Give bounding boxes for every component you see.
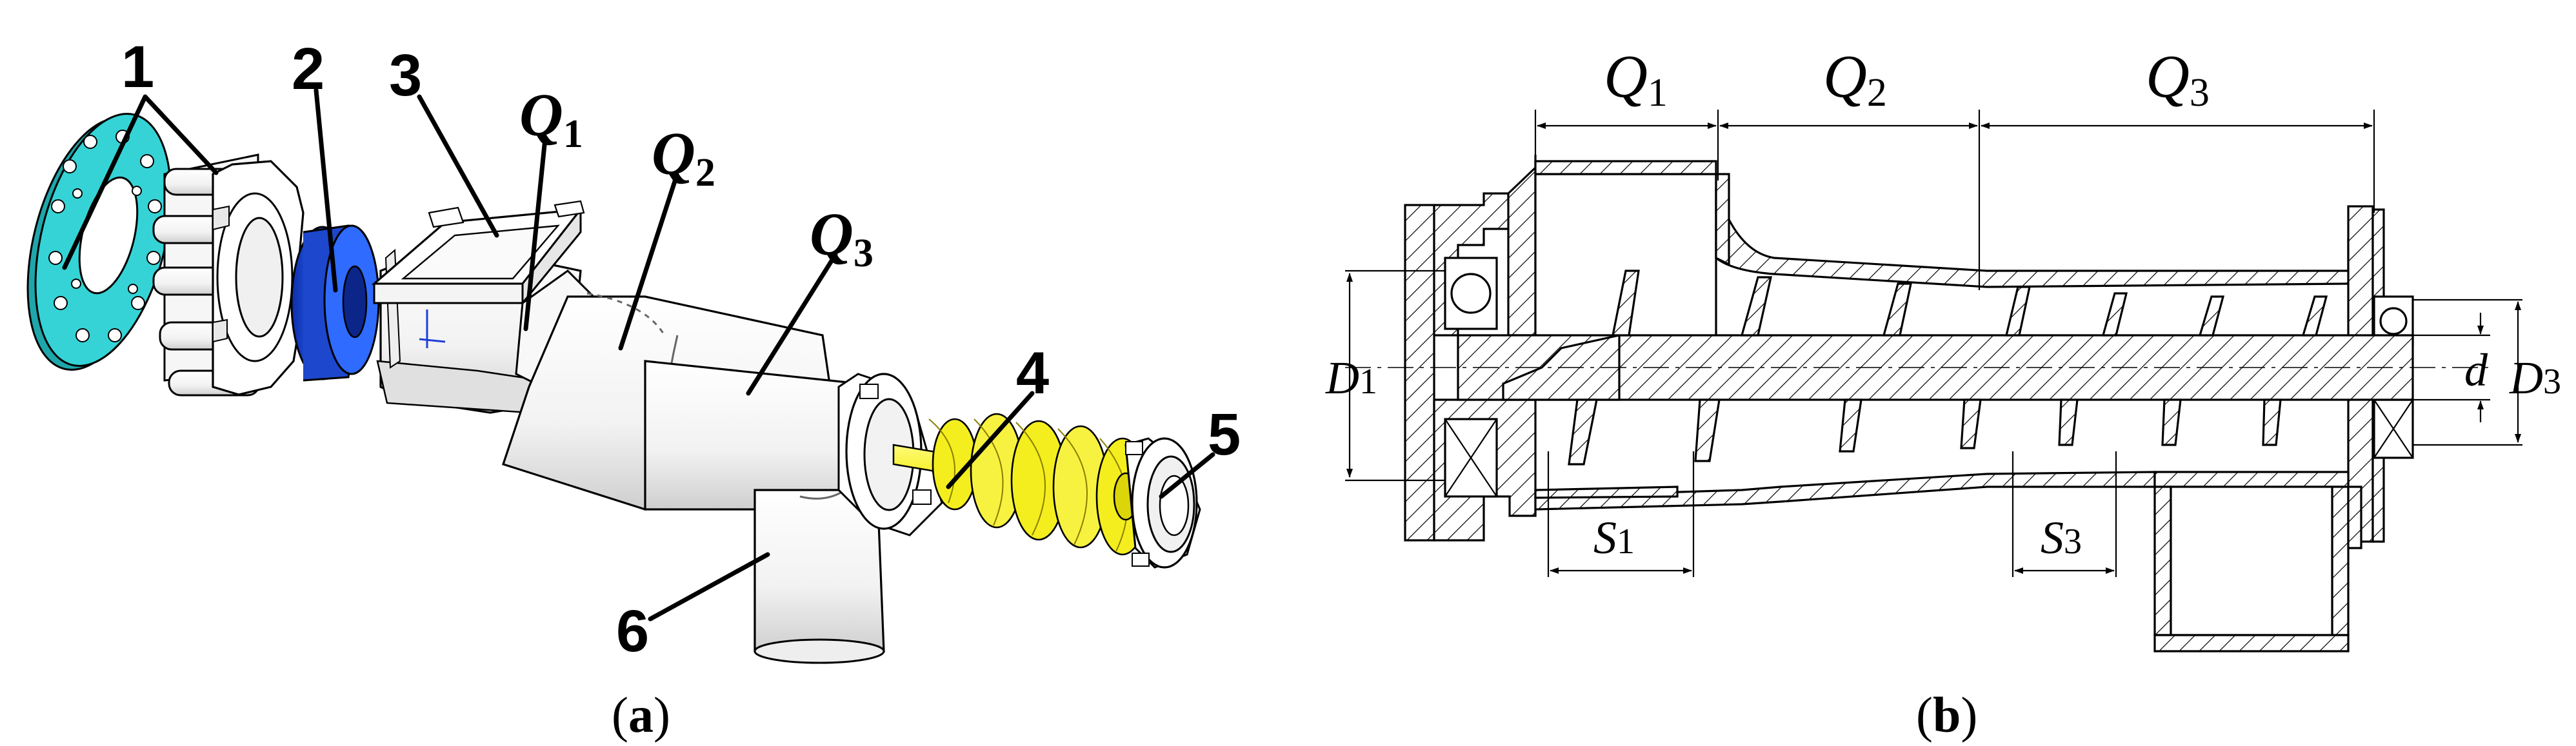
- callout-2: 2: [292, 36, 324, 102]
- section-label-q1: Q1: [519, 82, 583, 156]
- dim-label-s3: S3: [2041, 512, 2082, 564]
- dim-label-q1: Q1: [1604, 43, 1668, 115]
- callout-6: 6: [616, 598, 649, 664]
- outlet-pipe: [2153, 486, 2362, 653]
- callout-3: 3: [389, 43, 422, 108]
- screw-flights-upper: [1612, 270, 2328, 337]
- callout-5: 5: [1208, 402, 1241, 467]
- panel-label-b: (b): [1916, 687, 1977, 743]
- pitch-dimensions: [1547, 451, 2117, 577]
- callout-numbers: 1 2 3 4 5 6: [121, 34, 1241, 664]
- d1-dimension: [1345, 270, 1445, 482]
- panel-b-section: Q1 Q2 Q3 D1 d D3: [1325, 43, 2561, 743]
- callout-1: 1: [121, 34, 154, 100]
- panel-a-assembly: 1 2 3 4 5 6 Q1 Q2 Q3 (a): [26, 34, 1241, 743]
- seal-ring-part-2: [290, 224, 380, 382]
- q-dimension-lines: [1534, 110, 2375, 290]
- panel-label-a: (a): [612, 687, 670, 743]
- flange-plate-part-1: [26, 113, 172, 371]
- screw-flights-lower: [1568, 398, 2282, 466]
- upper-housing-wall: [1507, 155, 2369, 356]
- dim-label-q2: Q2: [1823, 43, 1887, 115]
- callout-4: 4: [1016, 340, 1049, 406]
- dim-label-d: d: [2464, 344, 2488, 396]
- left-end-housing: [1404, 192, 1537, 542]
- dim-label-d3: D3: [2509, 352, 2561, 404]
- dim-label-d1: D1: [1325, 352, 1377, 404]
- section-label-q2: Q2: [652, 121, 715, 195]
- callout-leaders: [62, 88, 1215, 622]
- tapered-body: [501, 292, 943, 664]
- section-label-q3: Q3: [810, 201, 874, 275]
- d-d3-dimensions: [2413, 299, 2522, 446]
- hub-part-1: [152, 153, 305, 397]
- dim-label-s1: S1: [1593, 512, 1635, 564]
- dim-label-q3: Q3: [2146, 43, 2210, 115]
- end-cap-part-5: [1124, 437, 1201, 569]
